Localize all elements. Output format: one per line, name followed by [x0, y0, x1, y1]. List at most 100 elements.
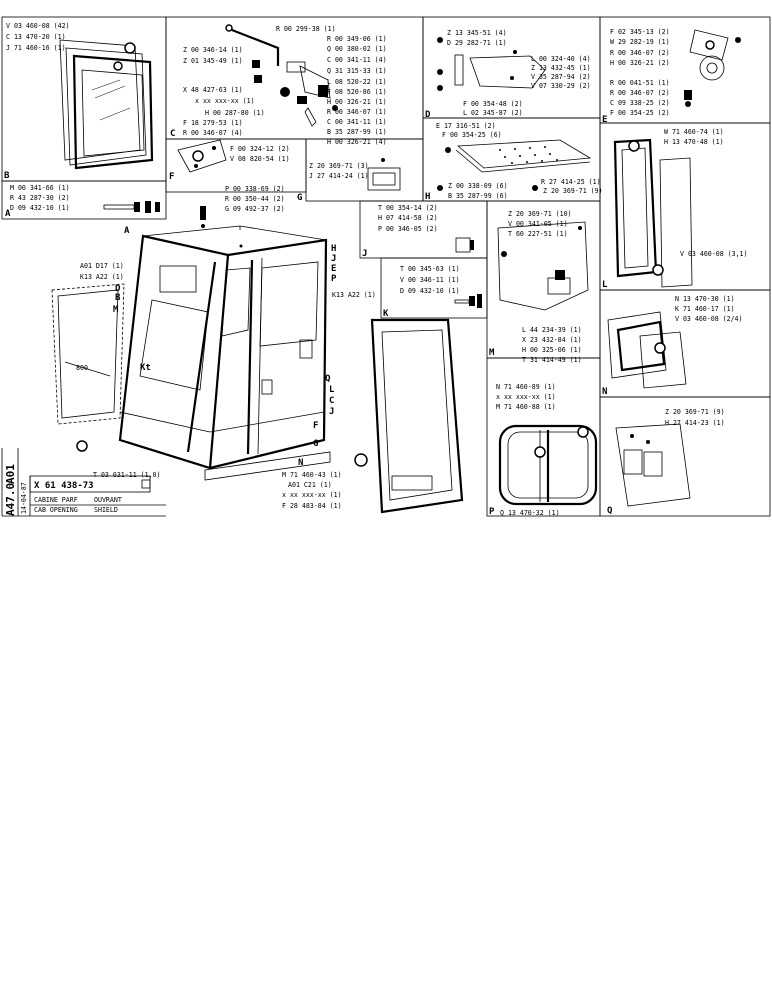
panel-letter-d: D [425, 110, 431, 120]
callout-j-top: J [331, 254, 336, 264]
part-h-1: F 00 354-25 (6) [442, 131, 502, 139]
panel-e-drawing [684, 29, 741, 107]
title-fr-2: OUVRANT [94, 496, 122, 504]
part-m-0: Z 20 369-71 (10) [508, 210, 572, 218]
part-a-1: R 43 287-30 (2) [10, 194, 70, 202]
callout-b: B [115, 293, 121, 303]
callout-d: D [115, 284, 121, 294]
part-c-6: Q 31 315-33 (1) [327, 67, 387, 75]
panel-frames [1, 16, 771, 517]
part-l-2: V 03 460-08 (3,1) [680, 250, 748, 258]
part-e-4: R 00 041-51 (1) [610, 79, 670, 87]
part-a-0: M 00 341-66 (1) [10, 184, 70, 192]
panel-c-drawing [225, 24, 338, 127]
panel-letter-k: K [383, 309, 389, 319]
panel-letter-a: A [5, 209, 11, 219]
side-code-2: A47.0 [4, 483, 17, 516]
part-b-2: J 71 460-16 (1) [6, 44, 66, 52]
panel-j-drawing [455, 237, 474, 253]
panel-b-drawing [59, 39, 154, 170]
part-c-11: H 00 326-21 (1) [327, 98, 387, 106]
part-c-12: H 00 287-80 (1) [205, 109, 265, 117]
part-e-0: F 02 345-13 (2) [610, 28, 670, 36]
part-c-14: F 18 279-53 (1) [183, 119, 243, 127]
panel-c-labels: R 00 299-38 (1) Z 00 346-14 (1) Z 01 345… [183, 25, 387, 146]
reference-number: X 61 438-73 [34, 481, 94, 491]
part-m-3: L 44 234-39 (1) [522, 326, 582, 334]
panel-p-labels: N 71 460-89 (1) x xx xxx-xx (1) M 71 460… [496, 383, 560, 517]
part-p-0: N 71 460-89 (1) [496, 383, 556, 391]
panel-l-drawing [613, 138, 693, 288]
panel-j-labels: T 00 354-14 (2) H 07 414-58 (2) P 00 346… [378, 204, 438, 233]
panel-f-labels: F 00 324-12 (2) V 08 820-54 (1) [230, 145, 290, 163]
part-e-1: W 29 282-19 (1) [610, 38, 670, 46]
part-c-2: Z 01 345-49 (1) [183, 57, 243, 65]
panel-d-labels: Z 13 345-51 (4) D 29 282-71 (1) L 00 324… [447, 29, 591, 117]
part-d-0: Z 13 345-51 (4) [447, 29, 507, 37]
part-main-3: A01 D17 (1) [80, 262, 124, 270]
panel-a-drawing [103, 201, 160, 213]
panel-letter-h: H [425, 192, 430, 202]
part-g-1: J 27 414-24 (1) [309, 172, 369, 180]
panel-letter-m: M [489, 348, 495, 358]
part-j-2: P 00 346-05 (2) [378, 225, 438, 233]
panel-l-labels: W 71 460-74 (1) H 13 470-48 (1) V 03 460… [664, 128, 748, 258]
panel-b-labels: V 03 460-08 (42) C 13 470-20 (1) J 71 46… [6, 22, 70, 52]
panel-letters: A B C D E F G H J K L M N P Q [4, 110, 613, 517]
callout-e: E [331, 264, 336, 274]
title-en-1: CAB OPENING [34, 506, 78, 514]
callout-h: H [331, 244, 336, 254]
part-m-2: T 60 227-51 (1) [508, 230, 568, 238]
panel-q-labels: Z 20 369-71 (9) H 27 414-23 (1) [665, 408, 725, 427]
panel-letter-f: F [169, 172, 174, 182]
part-j-0: T 00 354-14 (2) [378, 204, 438, 212]
callout-q: Q [325, 374, 331, 384]
panel-p-drawing [498, 424, 598, 506]
part-n-0: N 13 470-30 (1) [675, 295, 735, 303]
part-h-4: Z 20 369-71 (9) [543, 187, 603, 195]
callout-kt: Kt [140, 363, 151, 373]
part-d-5: V 07 330-29 (2) [531, 82, 591, 90]
part-c-4: Q 00 380-02 (1) [327, 45, 387, 53]
part-p-3: Q 13 470-32 (1) [500, 509, 560, 517]
part-c-3: R 00 349-06 (1) [327, 35, 387, 43]
panel-letter-b: B [4, 171, 10, 181]
part-k-1: V 00 346-11 (1) [400, 276, 460, 284]
part-h-2: R 27 414-25 (1) [541, 178, 601, 186]
panel-n-labels: N 13 470-30 (1) K 71 460-17 (1) V 03 460… [675, 295, 743, 323]
part-m-5: H 00 325-06 (1) [522, 346, 582, 354]
part-p-2: M 71 460-88 (1) [496, 403, 556, 411]
part-q-1: H 27 414-23 (1) [665, 419, 725, 427]
callout-f: F [313, 421, 318, 431]
part-main-2: G 09 492-37 (2) [225, 205, 285, 213]
part-d-3: Z 13 432-45 (1) [531, 64, 591, 72]
part-e-7: F 00 354-25 (2) [610, 109, 670, 117]
callout-c: C [329, 396, 334, 406]
panel-m-drawing [497, 221, 589, 311]
panel-f-drawing [177, 139, 227, 173]
part-main-4: K13 A22 (1) [80, 273, 124, 281]
part-p-1: x xx xxx-xx (1) [496, 393, 556, 401]
panel-letter-q: Q [607, 506, 613, 516]
side-code-1: A01 [4, 464, 17, 484]
part-k-0: T 00 345-63 (1) [400, 265, 460, 273]
callout-g: G [313, 439, 318, 449]
part-q-0: Z 20 369-71 (9) [665, 408, 725, 416]
panel-m-labels: Z 20 369-71 (10) V 00 341-05 (1) T 60 22… [508, 210, 582, 364]
panel-letter-n: N [602, 387, 607, 397]
panel-letter-j: J [362, 249, 367, 259]
part-c-9: X 48 427-63 (1) [183, 86, 243, 94]
part-c-5: C 00 341-11 (4) [327, 56, 387, 64]
part-d-6: F 00 354-48 (2) [463, 100, 523, 108]
panel-g-labels: Z 20 369-71 (3) J 27 414-24 (1) [309, 162, 369, 180]
part-main-0: P 00 338-69 (2) [225, 185, 285, 193]
part-h-3: Z 00 338-09 (6) [448, 182, 508, 190]
panel-n-drawing [607, 311, 687, 389]
part-e-2: R 00 346-07 (2) [610, 49, 670, 57]
title-block: A01 A47.0 14-04-87 X 61 438-73 CABINE PA… [1, 448, 166, 517]
callout-l: L [329, 385, 335, 395]
part-c-0: R 00 299-38 (1) [276, 25, 336, 33]
cab-main-labels: P 00 338-69 (2) R 00 350-44 (2) G 09 492… [76, 185, 376, 510]
panel-k-drawing [454, 294, 482, 308]
